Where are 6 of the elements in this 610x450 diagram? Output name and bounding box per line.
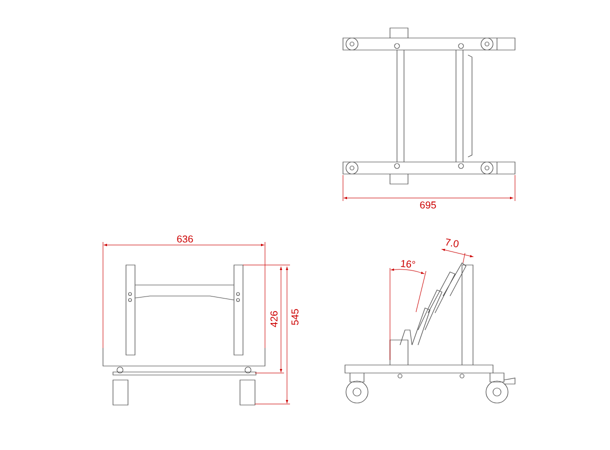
dimension-label: 7.0 <box>446 238 459 248</box>
dimension-label: 695 <box>420 201 436 209</box>
dimension-label: 636 <box>177 235 193 243</box>
dimension-label: 426 <box>270 311 278 328</box>
dimension-label: 16° <box>400 260 416 268</box>
dimension-label: 545 <box>292 309 298 325</box>
